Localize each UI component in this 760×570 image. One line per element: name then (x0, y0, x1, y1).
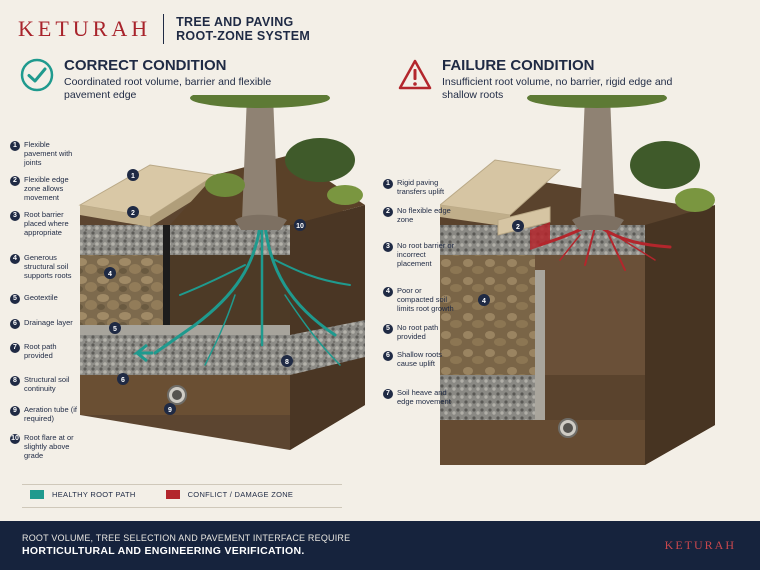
drainage-layer (80, 335, 290, 375)
compacted-soil-zone (440, 255, 535, 375)
svg-text:5: 5 (113, 326, 117, 333)
footer-line2: HORTICULTURAL AND ENGINEERING VERIFICATI… (22, 545, 305, 557)
rigid-edge-wall (535, 270, 545, 430)
shrub (285, 138, 355, 182)
grass-clump (205, 173, 245, 197)
legend-frame (22, 484, 342, 508)
footer-line1: ROOT VOLUME, TREE SELECTION AND PAVEMENT… (22, 533, 351, 543)
failure-condition-diagram: 2 4 (440, 95, 715, 465)
header-divider (163, 14, 165, 44)
page-title-line2: ROOT-ZONE SYSTEM (176, 29, 311, 43)
tree-canopy (190, 95, 330, 108)
legend: HEALTHY ROOT PATH CONFLICT / DAMAGE ZONE (30, 490, 323, 499)
check-circle-icon (20, 58, 54, 92)
page-title-line1: TREE AND PAVING (176, 15, 294, 29)
failure-condition-heading: FAILURE CONDITION Insufficient root volu… (398, 58, 682, 102)
healthy-swatch (30, 490, 44, 499)
header: KETURAH TREE AND PAVING ROOT-ZONE SYSTEM (18, 12, 310, 46)
svg-text:1: 1 (131, 173, 135, 180)
correct-condition-diagram: 1 2 10 4 5 6 8 9 (78, 95, 365, 450)
tree-trunk (580, 95, 615, 220)
svg-text:6: 6 (121, 377, 125, 384)
correct-condition-title: CORRECT CONDITION (64, 57, 227, 74)
svg-text:4: 4 (108, 271, 112, 278)
root-barrier (163, 225, 170, 325)
root-path-arrow (132, 343, 153, 363)
conflict-swatch (165, 490, 180, 499)
correct-condition-subtitle: Coordinated root volume, barrier and fle… (64, 76, 272, 101)
structural-soil-zone (80, 255, 165, 325)
page-title: TREE AND PAVING ROOT-ZONE SYSTEM (176, 15, 310, 43)
legend-healthy: HEALTHY ROOT PATH (30, 490, 136, 499)
warning-triangle-icon (398, 59, 432, 90)
failure-condition-subtitle: Insufficient root volume, no barrier, ri… (442, 76, 673, 101)
failure-condition-title: FAILURE CONDITION (442, 57, 595, 74)
svg-text:10: 10 (296, 223, 304, 230)
diagram-markers: 1 2 10 4 5 6 8 9 (104, 169, 306, 415)
tree-canopy (527, 95, 667, 108)
svg-text:2: 2 (131, 210, 135, 217)
footer-brand-logo: KETURAH (664, 538, 736, 552)
correct-condition-heading: CORRECT CONDITION Coordinated root volum… (20, 58, 304, 102)
svg-text:2: 2 (516, 224, 520, 231)
healthy-root-path (153, 223, 351, 366)
diagram-markers: 2 4 (478, 220, 524, 306)
geotextile-layer (80, 325, 290, 335)
svg-text:8: 8 (285, 359, 289, 366)
brand-logo: KETURAH (18, 16, 152, 41)
footer-banner: ROOT VOLUME, TREE SELECTION AND PAVEMENT… (0, 521, 760, 570)
legend-conflict: CONFLICT / DAMAGE ZONE (165, 490, 294, 499)
rigid-paving (440, 159, 562, 216)
svg-text:4: 4 (482, 298, 486, 305)
tree-trunk (242, 95, 278, 220)
shrub (630, 141, 700, 189)
svg-text:9: 9 (168, 407, 172, 414)
